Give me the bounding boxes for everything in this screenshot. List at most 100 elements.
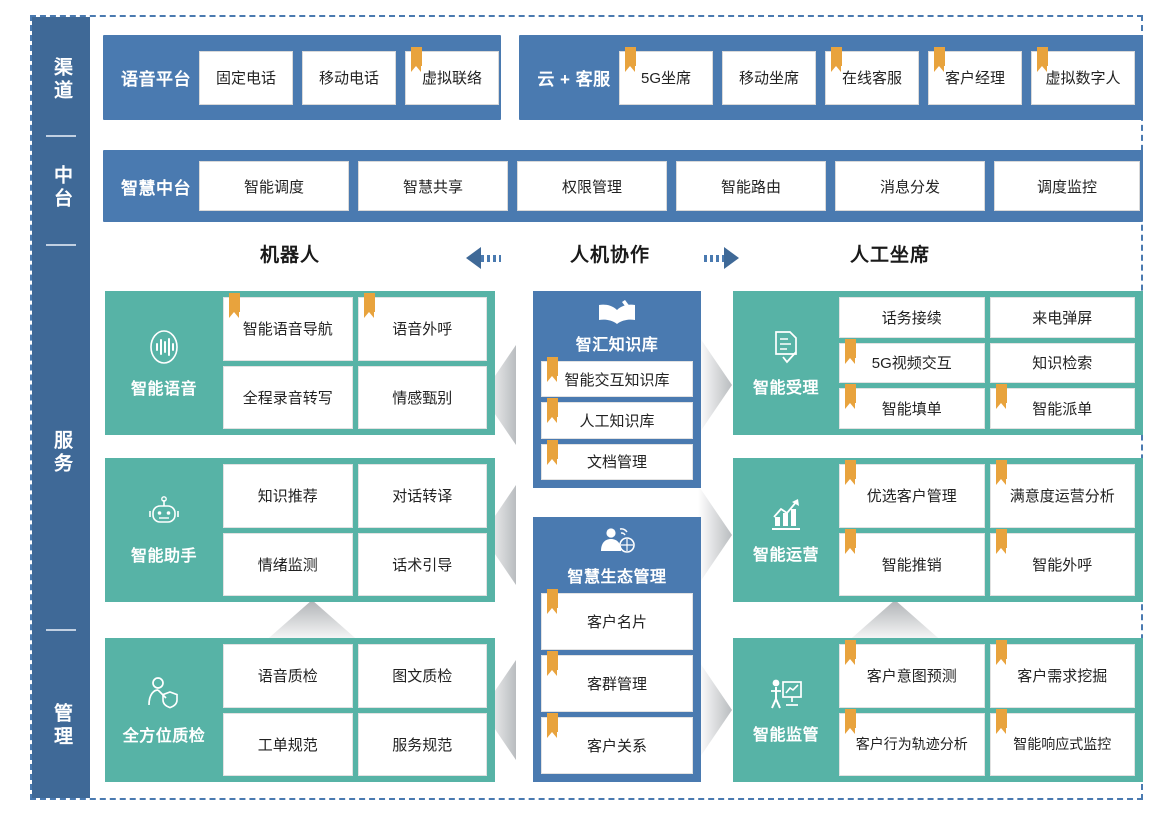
- item-document-management[interactable]: 文档管理: [541, 439, 693, 480]
- tile-knowledge-recommendation[interactable]: 知识推荐: [223, 464, 353, 528]
- channel-cell-virtual-contact[interactable]: 虚拟联络: [405, 46, 499, 105]
- left-triangle-icon: [466, 247, 481, 269]
- tile-label: 全程录音转写: [242, 389, 333, 407]
- tile-dialogue-translation[interactable]: 对话转译: [357, 464, 487, 528]
- tile-script-guidance[interactable]: 话术引导: [357, 532, 487, 596]
- channel-cell-online-service[interactable]: 在线客服: [825, 46, 919, 105]
- platform-cell-permission-mgmt[interactable]: 权限管理: [517, 161, 667, 211]
- tile-label: 智能派单: [1032, 401, 1093, 419]
- bookmark-icon: [845, 384, 856, 410]
- group-intelligent-voice-tiles: 智能语音导航 语音外呼 全程录音转写 情感甄别: [223, 293, 487, 429]
- group-intelligent-acceptance-label: 智能受理: [733, 328, 839, 398]
- tile-customer-behavior-track-analysis[interactable]: 客户行为轨迹分析: [839, 708, 985, 776]
- rail-item-management[interactable]: 管理: [32, 703, 90, 755]
- platform-cell-smart-routing[interactable]: 智能路由: [676, 161, 826, 211]
- bookmark-icon: [1037, 46, 1048, 72]
- tile-text-image-quality-inspection[interactable]: 图文质检: [357, 644, 487, 708]
- tile-label: 知识推荐: [257, 488, 318, 506]
- group-title: 智能助手: [130, 548, 197, 565]
- chevron-right-acceptance: [698, 335, 732, 435]
- panel-knowledge-base: 智汇知识库 智能交互知识库 人工知识库 文档管理: [533, 291, 701, 488]
- tile-smart-outbound-call[interactable]: 智能外呼: [989, 528, 1135, 596]
- tile-label: 优选客户管理: [866, 488, 957, 506]
- group-intelligent-acceptance-tiles: 话务接续 来电弹屏 5G视频交互 知识检索 智能填单 智能派单: [839, 297, 1135, 429]
- channel-cell-virtual-human[interactable]: 虚拟数字人: [1031, 46, 1135, 105]
- rail-item-midplatform[interactable]: 中台: [32, 165, 90, 217]
- item-label: 智能交互知识库: [564, 371, 670, 389]
- tile-label: 来电弹屏: [1032, 309, 1093, 327]
- tile-service-standard[interactable]: 服务规范: [357, 712, 487, 776]
- tile-smart-form-filling[interactable]: 智能填单: [839, 384, 985, 429]
- tile-voice-outbound[interactable]: 语音外呼: [357, 293, 487, 361]
- group-intelligent-voice-label: 智能语音: [105, 327, 223, 399]
- item-label: 客群管理: [586, 676, 647, 693]
- tile-emotion-discrimination[interactable]: 情感甄别: [357, 365, 487, 429]
- tile-smart-voice-navigation[interactable]: 智能语音导航: [223, 293, 353, 361]
- tile-full-recording-transcription[interactable]: 全程录音转写: [223, 365, 353, 429]
- tile-customer-demand-mining[interactable]: 客户需求挖掘: [989, 640, 1135, 708]
- panel-ecosystem-management: 智慧生态管理 客户名片 客群管理 客户关系: [533, 517, 701, 782]
- rail-item-channel[interactable]: 渠道: [32, 57, 90, 109]
- tile-label: 服务规范: [392, 736, 453, 754]
- tile-5g-video-interaction[interactable]: 5G视频交互: [839, 338, 985, 384]
- item-interactive-knowledge-base[interactable]: 智能交互知识库: [541, 357, 693, 398]
- tile-knowledge-retrieval[interactable]: 知识检索: [989, 342, 1135, 384]
- tile-incoming-call-popup[interactable]: 来电弹屏: [989, 297, 1135, 338]
- tile-smart-ticket-dispatch[interactable]: 智能派单: [989, 384, 1135, 429]
- tile-label: 客户意图预测: [866, 668, 957, 686]
- channel-cell-mobile-seat[interactable]: 移动坐席: [722, 50, 816, 105]
- cell-label: 智能路由: [720, 178, 781, 196]
- rail-label-channel-char1: 渠道: [51, 57, 72, 103]
- rail-divider-1: [46, 135, 76, 137]
- channel-cell-fixed-phone[interactable]: 固定电话: [199, 50, 293, 105]
- channel-cell-5g-seat[interactable]: 5G坐席: [619, 46, 713, 105]
- chart-trend-icon: [768, 495, 804, 538]
- item-manual-knowledge-base[interactable]: 人工知识库: [541, 398, 693, 439]
- tile-customer-intent-prediction[interactable]: 客户意图预测: [839, 640, 985, 708]
- channel-group-cloud-service: 云 + 客服 5G坐席 移动坐席 在线客服 客户经理 虚拟数字人: [519, 35, 1143, 120]
- cell-label: 智能调度: [243, 178, 304, 196]
- rail-item-service[interactable]: 服务: [32, 430, 90, 482]
- group-intelligent-voice: 智能语音 智能语音导航 语音外呼 全程录音转写 情感甄别: [105, 291, 495, 435]
- platform-cells: 智能调度 智慧共享 权限管理 智能路由 消息分发 调度监控: [199, 150, 1140, 222]
- tile-label: 智能响应式监控: [1013, 736, 1112, 753]
- platform-cell-smart-dispatch[interactable]: 智能调度: [199, 161, 349, 211]
- group-intelligent-acceptance: 智能受理 话务接续 来电弹屏 5G视频交互 知识检索 智能填单 智能派单: [733, 291, 1143, 435]
- rail-divider-2: [46, 244, 76, 246]
- platform-cell-smart-sharing[interactable]: 智慧共享: [358, 161, 508, 211]
- group-intelligent-supervision: 智能监管 客户意图预测 客户需求挖掘 客户行为轨迹分析 智能响应式监控: [733, 638, 1143, 782]
- bookmark-icon: [845, 708, 856, 734]
- chevron-left-assistant: [482, 485, 516, 585]
- bookmark-icon: [547, 357, 558, 382]
- item-customer-relationship[interactable]: 客户关系: [541, 713, 693, 774]
- tile-label: 智能填单: [881, 401, 942, 419]
- item-customer-group-management[interactable]: 客群管理: [541, 651, 693, 712]
- bookmark-icon: [411, 46, 422, 72]
- tile-emotion-monitoring[interactable]: 情绪监测: [223, 532, 353, 596]
- cell-label: 消息分发: [879, 178, 940, 196]
- platform-cell-dispatch-monitor[interactable]: 调度监控: [994, 161, 1140, 211]
- tile-call-continuation[interactable]: 话务接续: [839, 297, 985, 338]
- column-header-human-agent: 人工坐席: [849, 245, 930, 266]
- item-customer-card[interactable]: 客户名片: [541, 589, 693, 650]
- platform-band: 智慧中台 智能调度 智慧共享 权限管理 智能路由 消息分发 调度监控: [103, 150, 1143, 222]
- tile-voice-quality-inspection[interactable]: 语音质检: [223, 644, 353, 708]
- tile-smart-marketing[interactable]: 智能推销: [839, 528, 985, 596]
- bookmark-icon: [547, 439, 558, 465]
- tile-ticket-standard[interactable]: 工单规范: [223, 712, 353, 776]
- channel-cell-mobile-phone[interactable]: 移动电话: [302, 50, 396, 105]
- bookmark-icon: [229, 293, 240, 318]
- tile-satisfaction-operation-analysis[interactable]: 满意度运营分析: [989, 460, 1135, 528]
- tile-label: 5G视频交互: [871, 355, 952, 373]
- tile-premium-customer-management[interactable]: 优选客户管理: [839, 460, 985, 528]
- platform-cell-message-dispatch[interactable]: 消息分发: [835, 161, 985, 211]
- person-network-icon: [595, 524, 639, 563]
- channel-cell-account-manager[interactable]: 客户经理: [928, 46, 1022, 105]
- group-intelligent-operation-tiles: 优选客户管理 满意度运营分析 智能推销 智能外呼: [839, 460, 1135, 596]
- bookmark-icon: [995, 640, 1007, 665]
- tile-label: 满意度运营分析: [1009, 488, 1115, 506]
- document-check-icon: [769, 328, 803, 371]
- chevron-right-supervision: [698, 660, 732, 760]
- tile-smart-responsive-monitoring[interactable]: 智能响应式监控: [989, 708, 1135, 776]
